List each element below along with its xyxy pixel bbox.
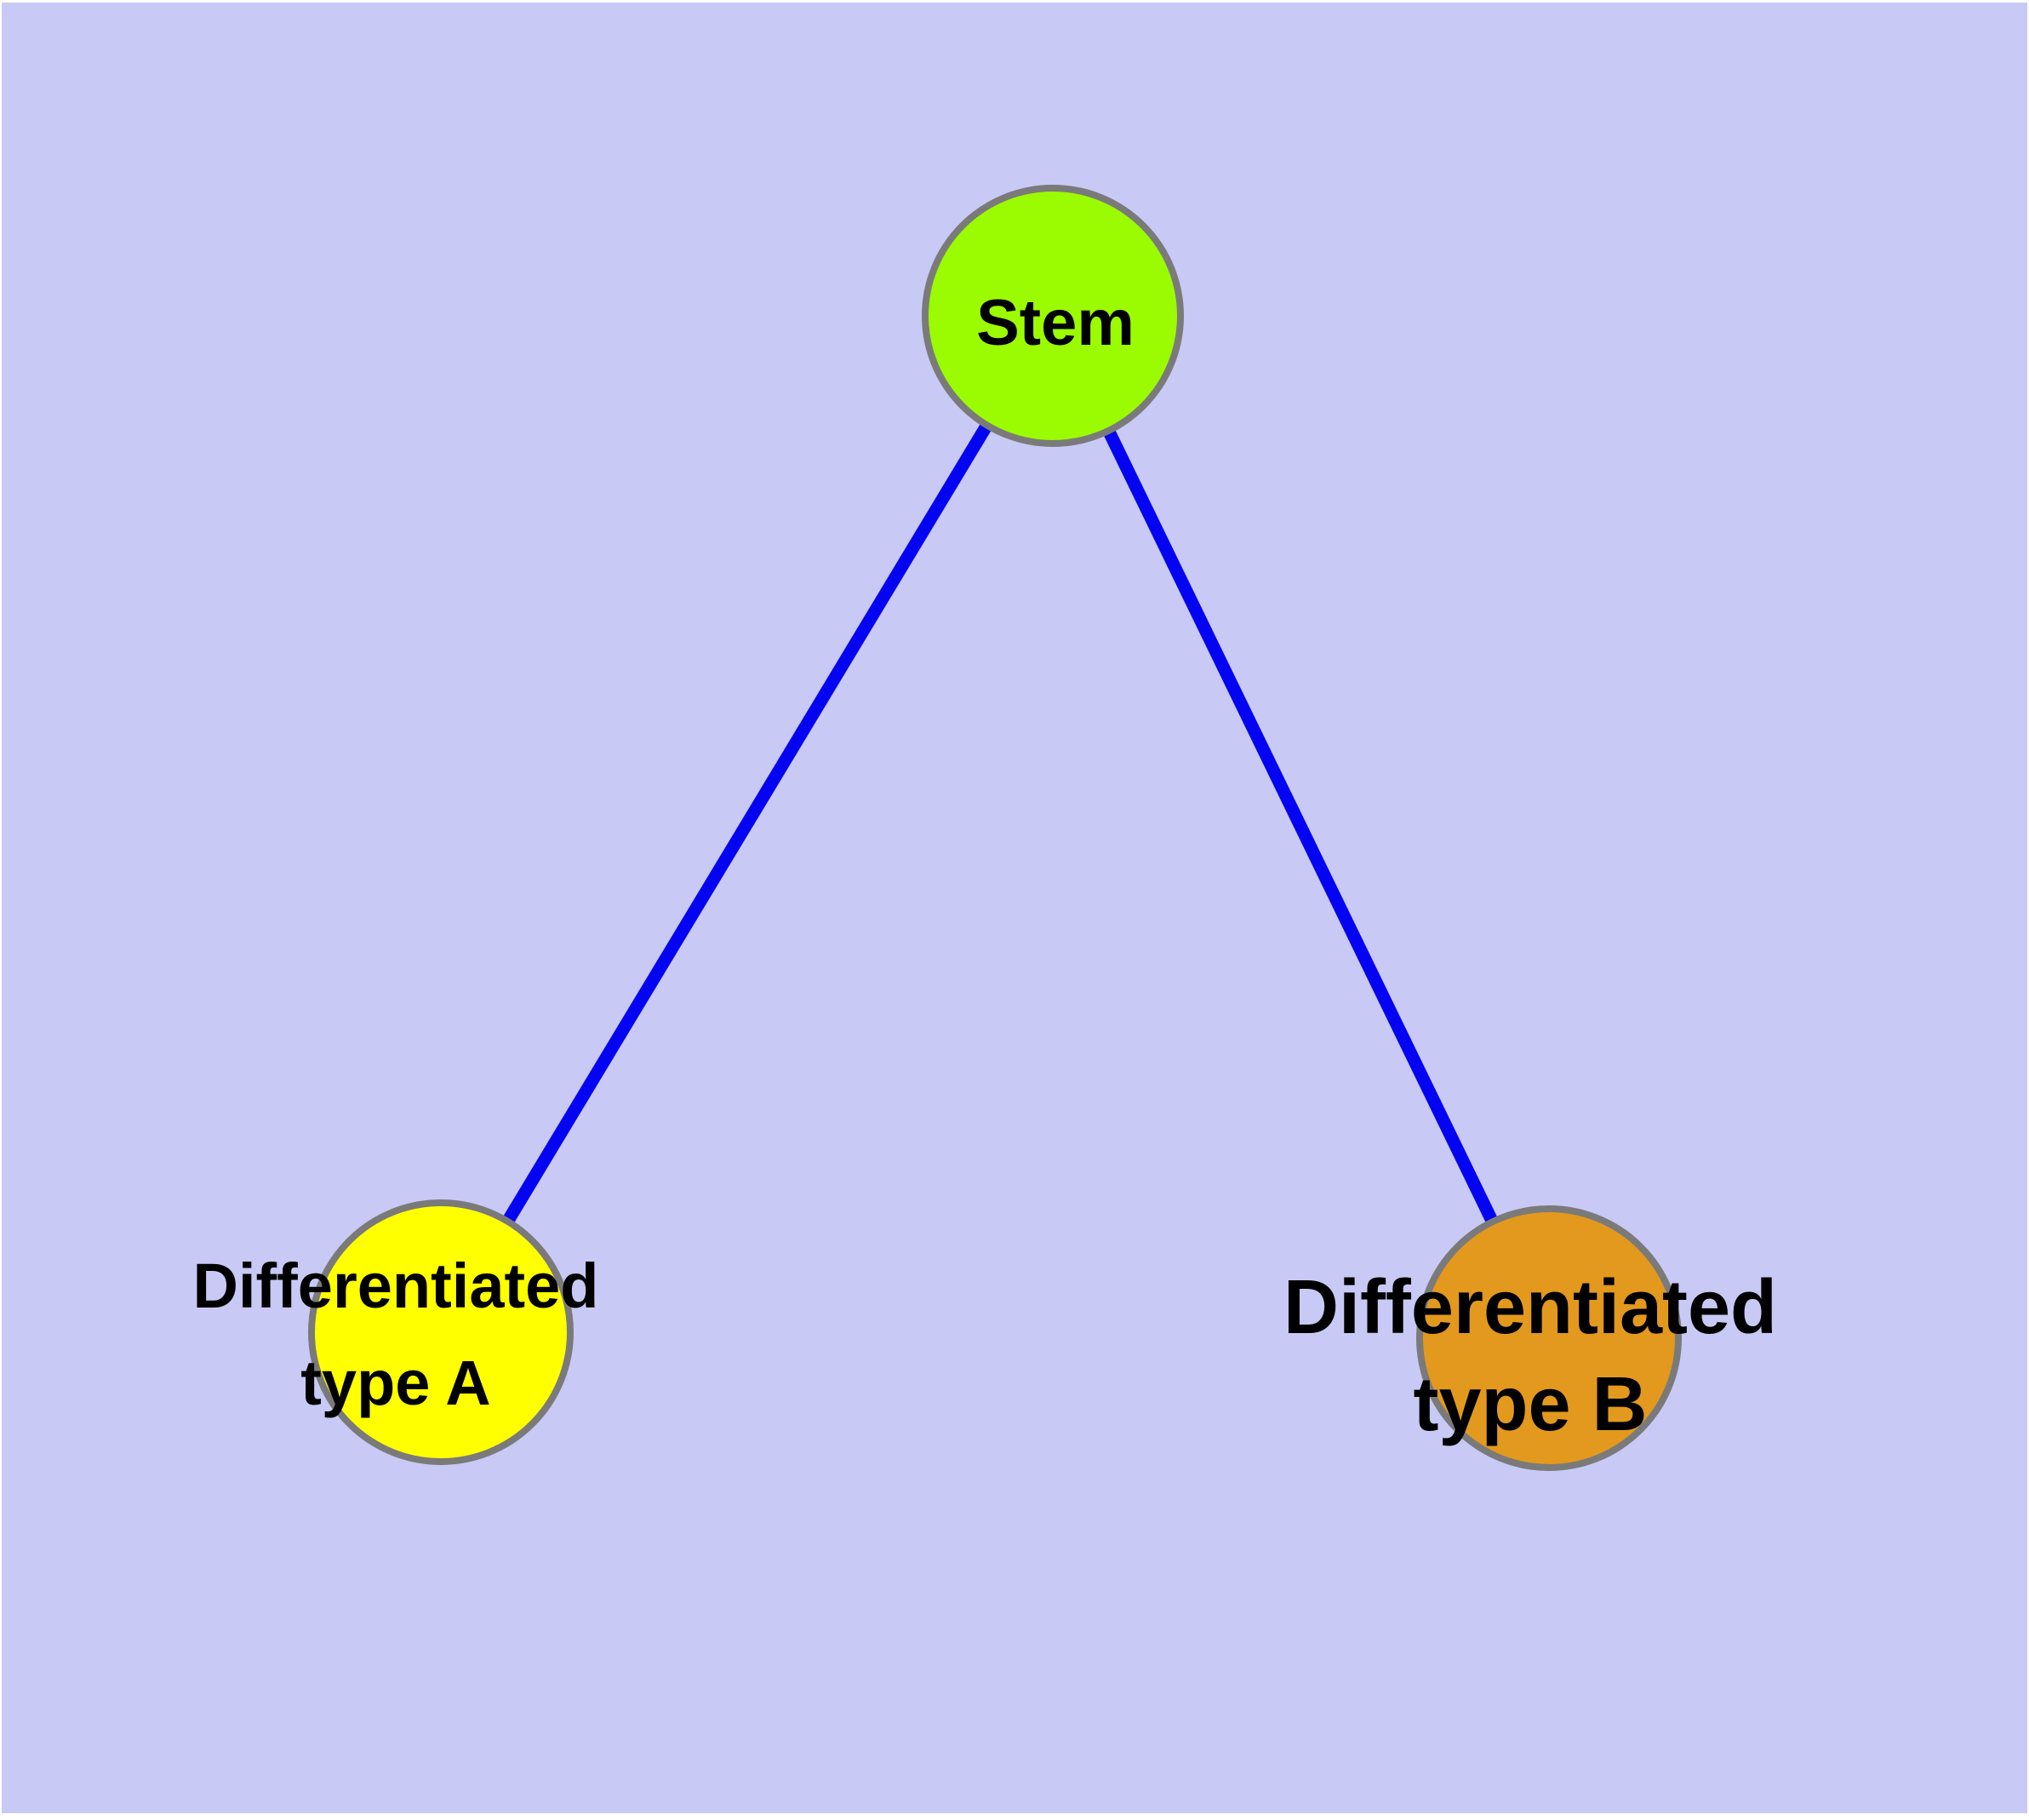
node-type-a: [308, 1199, 574, 1465]
edge-stem-to-type-a: [435, 312, 1059, 1336]
edge-stem-to-type-b: [1047, 312, 1555, 1342]
node-type-b: [1416, 1205, 1682, 1471]
nodes-layer: [308, 185, 1682, 1471]
node-label-stem: Stem: [976, 287, 1135, 359]
edges-layer: [435, 312, 1555, 1342]
node-stem: [922, 185, 1184, 447]
